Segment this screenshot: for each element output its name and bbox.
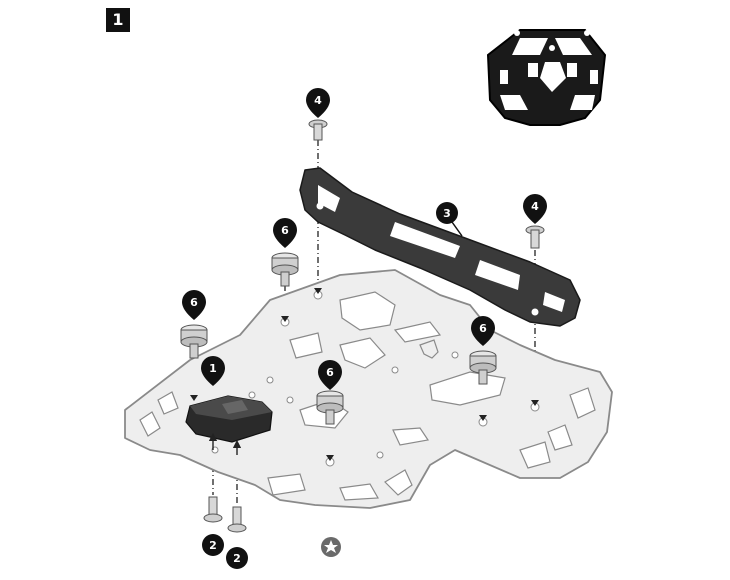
callout-label: 2 bbox=[209, 539, 217, 552]
callout-icon: 6 bbox=[273, 218, 297, 248]
bolt-icon bbox=[203, 496, 223, 523]
callout-label: 4 bbox=[531, 200, 539, 213]
callout-icon: 2 bbox=[226, 547, 248, 569]
preview-rack-icon bbox=[486, 29, 607, 126]
callout-icon: 2 bbox=[202, 534, 224, 556]
callout-label: 6 bbox=[190, 296, 198, 309]
callout-label: 6 bbox=[281, 224, 289, 237]
bracket-icon bbox=[299, 167, 581, 327]
callout-icon: 1 bbox=[201, 356, 225, 386]
plate-icon bbox=[124, 269, 613, 509]
bolt-icon bbox=[227, 506, 247, 533]
callout-icon: 6 bbox=[471, 316, 495, 346]
callout-label: 1 bbox=[209, 362, 217, 375]
spacer-icon bbox=[316, 390, 344, 425]
callout-icon: 4 bbox=[306, 88, 330, 118]
callout-label: 4 bbox=[314, 94, 322, 107]
step-number-badge: 1 bbox=[106, 8, 130, 32]
callout-icon: 6 bbox=[318, 360, 342, 390]
callout-icon: 3 bbox=[436, 202, 463, 237]
callout-icon: 4 bbox=[523, 194, 547, 224]
callout-label: 6 bbox=[326, 366, 334, 379]
bolt-icon bbox=[525, 225, 545, 249]
callout-label: 6 bbox=[479, 322, 487, 335]
bolt-icon bbox=[308, 119, 328, 141]
spacer-icon bbox=[271, 252, 299, 287]
lock-block-icon bbox=[185, 395, 273, 443]
spacer-icon bbox=[180, 324, 208, 359]
callout-label: 3 bbox=[443, 207, 451, 220]
guide-arrows bbox=[190, 288, 539, 461]
callout-icon: 6 bbox=[182, 290, 206, 320]
callout-label: 2 bbox=[233, 552, 241, 565]
spacer-icon bbox=[469, 350, 497, 385]
arrow-up-icon bbox=[208, 432, 242, 455]
star-badge-icon bbox=[321, 537, 341, 557]
